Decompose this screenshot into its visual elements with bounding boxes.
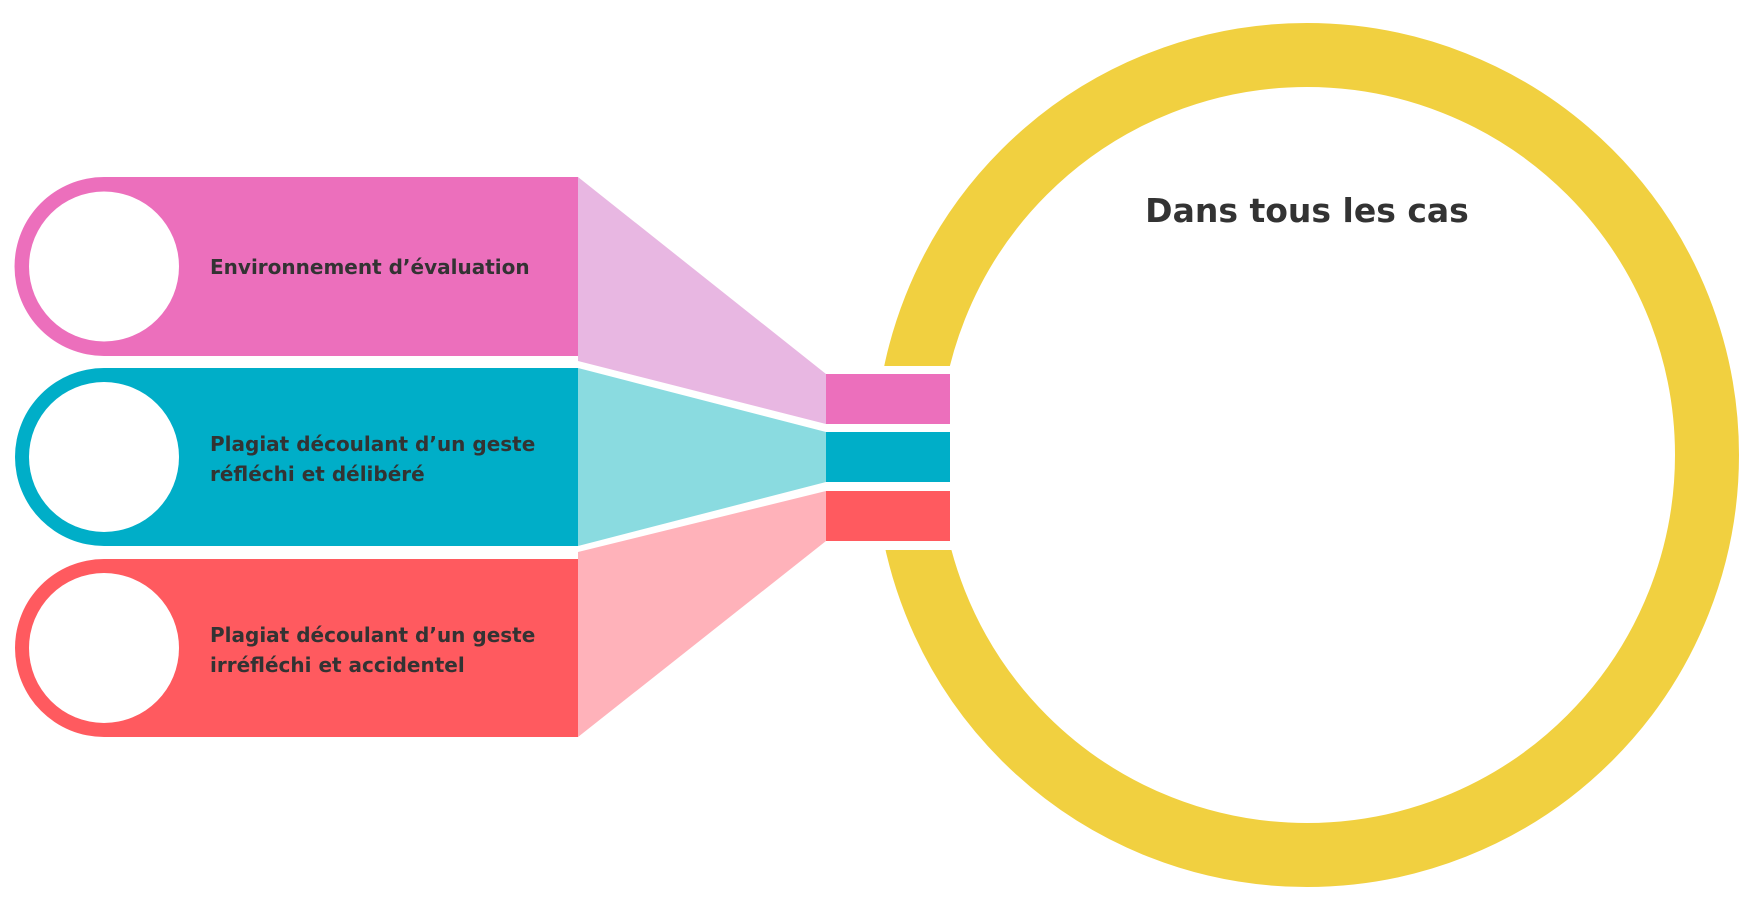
connector-reflechi: [826, 432, 950, 482]
label-reflechi-line-2: réfléchi et délibéré: [210, 462, 425, 486]
circle-reflechi: [29, 382, 179, 532]
label-irreflechi-line-2: irréfléchi et accidentel: [210, 653, 465, 677]
label-reflechi-line-1: Plagiat découlant d’un geste: [210, 432, 535, 456]
funnel-environnement: [578, 177, 826, 424]
connector-irreflechi: [826, 491, 950, 541]
label-environnement: Environnement d’évaluation: [210, 255, 530, 279]
row-environnement: Environnement d’évaluation: [14, 177, 950, 424]
main-title: Dans tous les cas: [1145, 191, 1469, 230]
label-environnement-line-1: Environnement d’évaluation: [210, 255, 530, 279]
main-circle: Dans tous les cas: [868, 23, 1739, 887]
label-reflechi: Plagiat découlant d’un geste réfléchi et…: [210, 432, 542, 486]
funnel-irreflechi: [578, 491, 826, 737]
circle-irreflechi: [29, 573, 179, 723]
main-circle-ring: [875, 23, 1739, 887]
funnel-reflechi: [578, 368, 826, 546]
label-irreflechi: Plagiat découlant d’un geste irréfléchi …: [210, 623, 542, 677]
connector-environnement: [826, 374, 950, 424]
row-reflechi: Plagiat découlant d’un geste réfléchi et…: [15, 368, 950, 546]
label-irreflechi-line-1: Plagiat découlant d’un geste: [210, 623, 535, 647]
row-irreflechi: Plagiat découlant d’un geste irréfléchi …: [15, 491, 950, 737]
circle-environnement: [29, 191, 179, 342]
